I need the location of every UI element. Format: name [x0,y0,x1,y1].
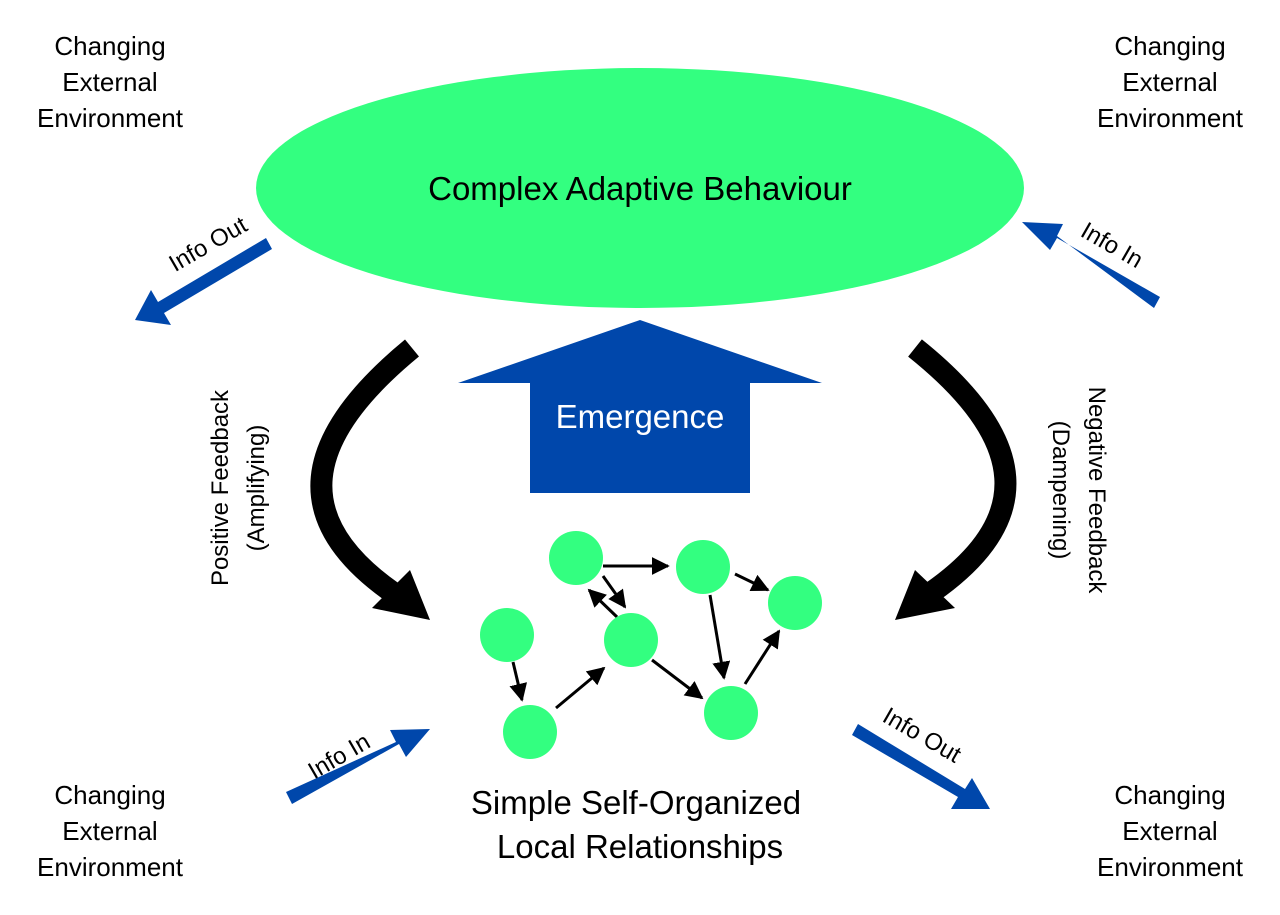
positive-feedback-arrow [310,339,430,620]
negative-feedback-arrow [895,339,1017,620]
positive-feedback-head [372,570,430,620]
env-top-right-line1: Changing [1114,31,1225,61]
network-node [480,608,534,662]
edge-e-g [509,661,528,702]
info-out-arrow-bottom-right: Info Out [852,702,990,809]
arrow-bottom-left-shape [286,729,430,804]
emergence-arrow [458,320,822,493]
edge-f-c [743,629,781,685]
env-top-right-line3: Environment [1097,103,1244,133]
env-bottom-right-line3: Environment [1097,852,1244,882]
bottom-label-line1: Simple Self-Organized [471,784,801,821]
negative-feedback-label: Negative Feedback (Dampening) [1047,387,1110,595]
positive-feedback-label: Positive Feedback (Amplifying) [207,389,270,586]
env-bottom-left-line1: Changing [54,780,165,810]
env-top-left-line3: Environment [37,103,184,133]
bottom-label-line2: Local Relationships [497,828,783,865]
network-node [768,576,822,630]
complex-behaviour-ellipse [256,68,1024,308]
ellipse-label: Complex Adaptive Behaviour [428,170,852,207]
edge-d-a [587,588,619,619]
arrow-bottom-right-shape [852,724,990,809]
network-edges [509,557,781,710]
info-in-label-top-right: Info In [1076,217,1147,274]
emergence-label: Emergence [556,398,725,435]
info-out-label-bottom-right: Info Out [878,702,966,768]
network-nodes [480,531,822,759]
arrow-top-right-shape [1022,222,1160,308]
network-node [676,540,730,594]
env-bottom-left-line2: External [62,816,157,846]
edge-a-d [601,575,627,609]
negative-feedback-line1: Negative Feedback [1083,387,1110,595]
network-node [604,613,658,667]
edge-g-d [555,666,606,710]
env-bottom-right-line1: Changing [1114,780,1225,810]
positive-feedback-line2: (Amplifying) [243,425,270,552]
env-bottom-left-line3: Environment [37,852,184,882]
info-in-arrow-top-right: Info In [1022,217,1160,308]
info-out-arrow-top-left: Info Out [135,211,272,325]
negative-feedback-curve [908,339,1017,602]
positive-feedback-line1: Positive Feedback [207,389,234,586]
positive-feedback-curve [310,339,419,601]
env-top-left-line1: Changing [54,31,165,61]
edge-d-f [651,658,704,700]
env-top-right-line2: External [1122,67,1217,97]
env-top-left-line2: External [62,67,157,97]
edge-b-f [708,594,731,680]
network-node [549,531,603,585]
arrow-top-left-shape [135,238,272,325]
network-node [704,686,758,740]
network-node [503,705,557,759]
info-in-arrow-bottom-left: Info In [286,728,430,804]
negative-feedback-head [895,570,955,620]
env-bottom-right-line2: External [1122,816,1217,846]
edge-b-c [734,572,770,592]
negative-feedback-line2: (Dampening) [1047,421,1074,560]
